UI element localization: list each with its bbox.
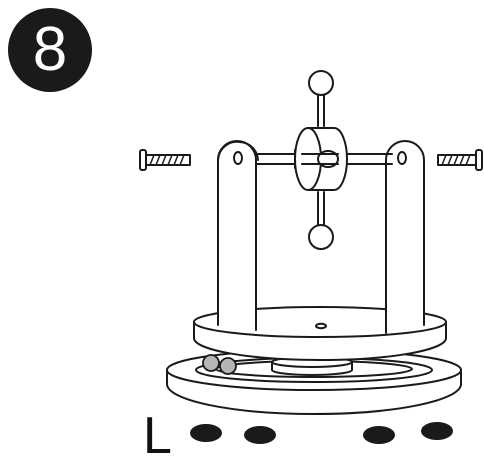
left-screw: [139, 149, 191, 171]
rotor-top-ball-icon: [308, 70, 334, 96]
bearing-ball-icon: [219, 357, 237, 375]
gyro-rotor: [255, 70, 393, 250]
upright-hole-icon: [397, 151, 407, 165]
pad-icon: [244, 426, 276, 444]
hardware-label: L: [143, 407, 172, 465]
bearing-ball-icon: [202, 354, 220, 372]
pad-icon: [363, 426, 395, 444]
hardware-pads: [190, 422, 453, 444]
upright-hole-icon: [233, 151, 243, 165]
rotor-bottom-ball-icon: [308, 224, 334, 250]
right-screw: [437, 149, 483, 171]
plate-hole-icon: [315, 322, 327, 330]
pad-icon: [421, 422, 453, 440]
support-uprights: [217, 140, 425, 334]
step-number: 8: [32, 15, 68, 84]
step-number-badge: 8: [8, 8, 92, 92]
pad-icon: [190, 424, 222, 442]
